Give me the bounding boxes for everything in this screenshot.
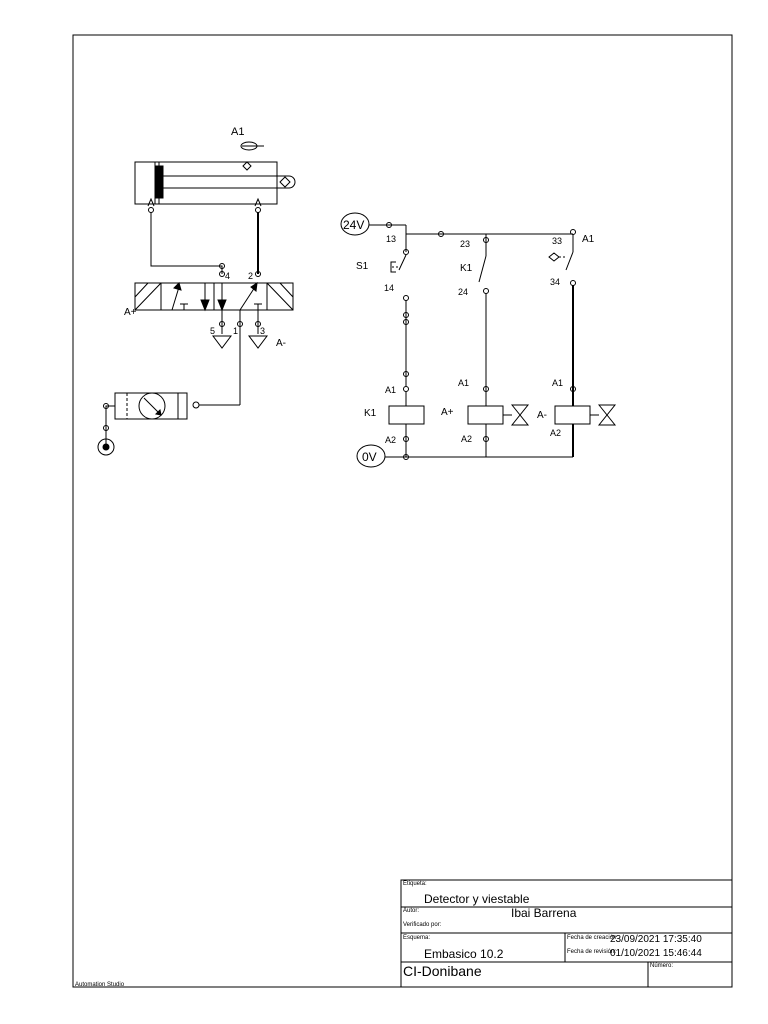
k1-terminal-23: 23 bbox=[460, 239, 470, 249]
s1-terminal-13: 13 bbox=[386, 234, 396, 244]
supply-0v-symbol[interactable] bbox=[356, 444, 386, 468]
label-esquema: Esquema: bbox=[403, 935, 431, 941]
label-verificado: Verificado por: bbox=[403, 922, 442, 928]
sheet-border bbox=[72, 34, 733, 988]
pneumatic-circuit bbox=[97, 141, 296, 456]
coil-a-minus[interactable] bbox=[554, 405, 591, 425]
line-to-port-4 bbox=[150, 212, 223, 274]
s1-push-button-icon bbox=[390, 261, 396, 273]
s1-terminal-14: 14 bbox=[384, 283, 394, 293]
label-fecha-creacion: Fecha de creación: bbox=[567, 935, 619, 941]
solenoid-valve-a-minus-icon bbox=[597, 404, 617, 426]
coil-k1-label: K1 bbox=[364, 408, 377, 419]
value-fecha-creacion: 23/09/2021 17:35:40 bbox=[610, 934, 702, 945]
coil-aminus-label: A- bbox=[537, 410, 547, 421]
value-company: CI-Donibane bbox=[403, 963, 482, 979]
air-supply-icon bbox=[97, 438, 115, 456]
coil-aplus-a2: A2 bbox=[461, 434, 472, 444]
label-numero: Número: bbox=[650, 963, 674, 969]
label-etiqueta: Etiqueta: bbox=[403, 881, 427, 887]
supply-24v-label: 24V bbox=[343, 218, 364, 232]
software-footer: Automation Studio bbox=[75, 982, 125, 988]
electric-circuit bbox=[340, 212, 617, 468]
port-3-label: 3 bbox=[260, 326, 265, 336]
k1-terminal-24: 24 bbox=[458, 287, 468, 297]
k1-contact[interactable] bbox=[478, 255, 487, 283]
value-autor: Ibai Barrena bbox=[511, 906, 577, 920]
a1-sensor-label: A1 bbox=[582, 234, 595, 245]
coil-k1[interactable] bbox=[388, 405, 425, 425]
exhaust-5-icon bbox=[212, 335, 232, 349]
value-fecha-revision: 01/10/2021 15:46:44 bbox=[610, 948, 702, 959]
label-fecha-revision: Fecha de revisión: bbox=[567, 949, 617, 955]
a1-sensor-contact[interactable] bbox=[565, 251, 574, 271]
port-2-label: 2 bbox=[248, 271, 253, 281]
title-block bbox=[400, 879, 733, 988]
proximity-sensor-icon bbox=[548, 252, 565, 262]
a1-terminal-33: 33 bbox=[552, 236, 562, 246]
k1-contact-label: K1 bbox=[460, 263, 473, 274]
label-autor: Autor: bbox=[403, 908, 420, 914]
pressure-gauge-unit[interactable] bbox=[114, 392, 188, 420]
coil-aplus-label: A+ bbox=[441, 407, 454, 418]
supply-0v-label: 0V bbox=[362, 450, 377, 464]
coil-k1-a2: A2 bbox=[385, 435, 396, 445]
a1-terminal-34: 34 bbox=[550, 277, 560, 287]
valve-label-right: A- bbox=[276, 338, 286, 349]
coil-a-plus[interactable] bbox=[467, 405, 504, 425]
cylinder-sensor-icon bbox=[240, 141, 264, 151]
port-1-label: 1 bbox=[233, 326, 238, 336]
port-5-label: 5 bbox=[210, 326, 215, 336]
solenoid-valve-a-plus-icon bbox=[510, 404, 530, 426]
port-4-label: 4 bbox=[225, 271, 230, 281]
coil-aminus-a2: A2 bbox=[550, 428, 561, 438]
double-acting-cylinder[interactable] bbox=[134, 161, 296, 205]
supply-24v-symbol[interactable] bbox=[340, 212, 370, 236]
s1-label: S1 bbox=[356, 261, 369, 272]
pressure-gauge-icon bbox=[138, 392, 166, 420]
exhaust-3-icon bbox=[248, 335, 268, 349]
s1-contact[interactable] bbox=[398, 254, 407, 271]
valve-label-left: A+ bbox=[124, 307, 137, 318]
coil-aminus-a1: A1 bbox=[552, 378, 563, 388]
value-etiqueta: Detector y viestable bbox=[424, 892, 530, 906]
cylinder-label: A1 bbox=[231, 126, 244, 138]
directional-valve-5-2[interactable] bbox=[134, 281, 294, 312]
value-esquema: Embasico 10.2 bbox=[424, 947, 504, 961]
coil-aplus-a1: A1 bbox=[458, 378, 469, 388]
coil-k1-a1: A1 bbox=[385, 385, 396, 395]
